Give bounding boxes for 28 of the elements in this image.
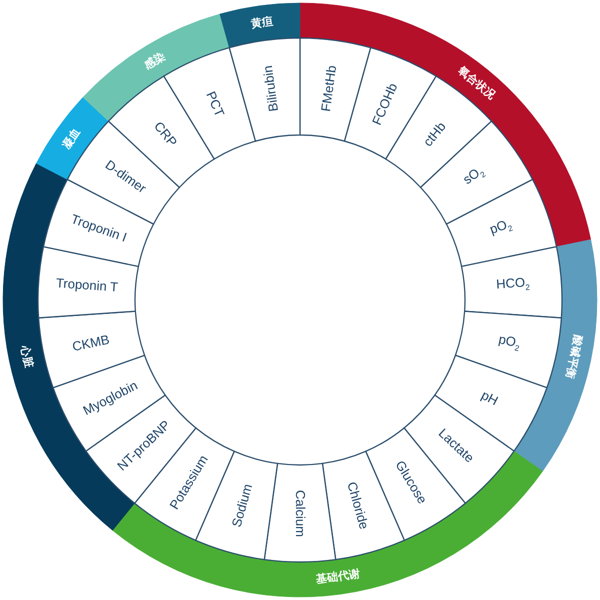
analyte-label: PCT: [203, 89, 227, 119]
category-label: 基础代谢: [315, 568, 361, 586]
category-label: 感染: [142, 50, 168, 72]
analyte-label: Calcium: [292, 490, 308, 537]
analyte-label: HCO$_{2}$: [496, 276, 530, 294]
category-label: 凝血: [60, 126, 83, 152]
category-label: 酸碱平衡: [563, 334, 584, 380]
analyte-label: CKMB: [71, 332, 111, 354]
analyte-label: pO$_{2}$: [496, 332, 521, 354]
ring-segment: [228, 37, 301, 142]
analyte-label: pH: [478, 388, 500, 408]
ring-segment: [460, 246, 563, 318]
category-band: [82, 14, 230, 122]
analyte-label: Troponin T: [56, 276, 118, 295]
ring-segment: [37, 246, 140, 318]
category-label: 心脏: [18, 344, 34, 369]
ring-segment: [264, 462, 336, 563]
category-label: 黄疸: [250, 16, 274, 31]
analyte-label: FMetHb: [318, 64, 340, 112]
analyte-label: Bilirubin: [260, 64, 282, 112]
analyte-label: Sodium: [230, 482, 256, 529]
category-label: 氧合状况: [456, 64, 498, 102]
ring-segment: [454, 310, 562, 388]
analyte-label: CRP: [151, 119, 180, 150]
analyte-label: Chloride: [344, 480, 372, 531]
ring-segment: [299, 37, 372, 142]
category-band: [300, 2, 592, 247]
category-band: [220, 2, 300, 48]
